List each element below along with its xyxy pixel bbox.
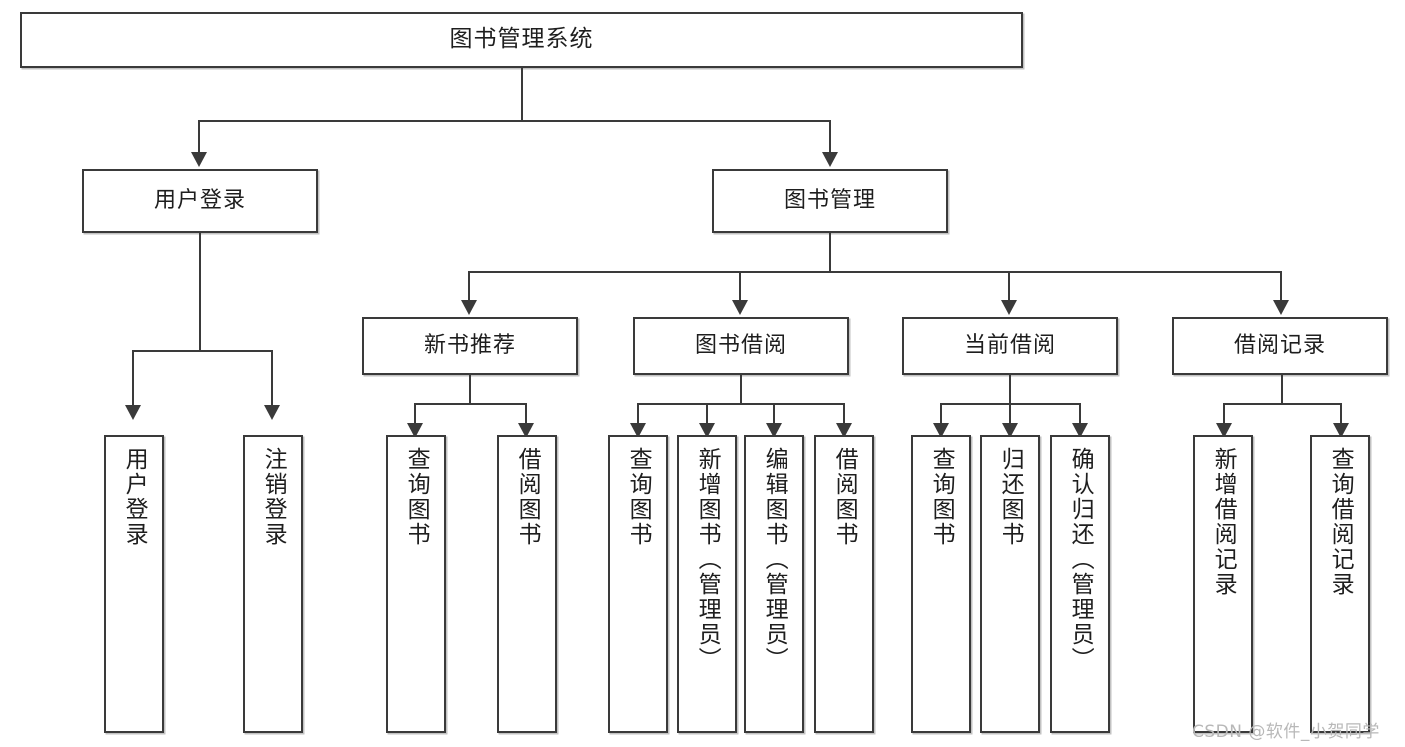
- node-leaf-query-book-1-label: 查询图书: [403, 447, 430, 547]
- arrowhead-leaf-borrow-book-2: [836, 423, 852, 438]
- connector-cb-leaf-3: [1079, 403, 1081, 425]
- connector-to-book-borrow: [739, 271, 741, 302]
- connector-user-login-bus: [132, 350, 271, 352]
- arrowhead-leaf-edit-book: [766, 423, 782, 438]
- arrowhead-leaf-return-book: [1002, 423, 1018, 438]
- connector-book-borrow-bus: [637, 403, 843, 405]
- arrowhead-leaf-query-book-2: [630, 423, 646, 438]
- connector-bb-leaf-1: [637, 403, 639, 425]
- node-book-management[interactable]: 图书管理: [712, 169, 948, 233]
- node-leaf-edit-book[interactable]: 编辑图书（管理员）: [744, 435, 804, 733]
- connector-to-current-borrow: [1008, 271, 1010, 302]
- arrowhead-book-management: [822, 152, 838, 167]
- arrowhead-leaf-user-login: [125, 405, 141, 420]
- node-current-borrow-label: 当前借阅: [963, 333, 1056, 359]
- node-leaf-add-book[interactable]: 新增图书（管理员）: [677, 435, 737, 733]
- connector-new-book-recommend-bus: [414, 403, 525, 405]
- node-leaf-user-login[interactable]: 用户登录: [104, 435, 164, 733]
- node-leaf-confirm-return-label: 确认归还（管理员）: [1067, 447, 1094, 672]
- arrowhead-current-borrow: [1001, 300, 1017, 315]
- node-leaf-add-record-label: 新增借阅记录: [1210, 447, 1237, 597]
- node-leaf-query-record[interactable]: 查询借阅记录: [1310, 435, 1370, 733]
- node-leaf-logout-login[interactable]: 注销登录: [243, 435, 303, 733]
- connector-book-management-stem: [829, 233, 831, 271]
- connector-borrow-record-stem: [1281, 375, 1283, 403]
- arrowhead-leaf-confirm-return: [1072, 423, 1088, 438]
- arrowhead-leaf-logout-login: [264, 405, 280, 420]
- connector-user-login-to-leaf-1: [132, 350, 134, 407]
- node-current-borrow[interactable]: 当前借阅: [902, 317, 1118, 375]
- arrowhead-book-borrow: [732, 300, 748, 315]
- connector-to-borrow-record: [1280, 271, 1282, 302]
- node-leaf-edit-book-label: 编辑图书（管理员）: [761, 447, 788, 672]
- connector-to-new-book-recommend: [468, 271, 470, 302]
- connector-bb-leaf-3: [773, 403, 775, 425]
- connector-bb-leaf-2: [706, 403, 708, 425]
- connector-level3-bus: [468, 271, 1280, 273]
- node-borrow-record-label: 借阅记录: [1233, 333, 1326, 359]
- arrowhead-new-book-recommend: [461, 300, 477, 315]
- node-new-book-recommend[interactable]: 新书推荐: [362, 317, 578, 375]
- node-leaf-query-book-1[interactable]: 查询图书: [386, 435, 446, 733]
- node-borrow-record[interactable]: 借阅记录: [1172, 317, 1388, 375]
- connector-book-borrow-stem: [740, 375, 742, 403]
- arrowhead-leaf-add-record: [1216, 423, 1232, 438]
- connector-current-borrow-stem: [1009, 375, 1011, 403]
- node-leaf-add-book-label: 新增图书（管理员）: [694, 447, 721, 672]
- node-leaf-return-book[interactable]: 归还图书: [980, 435, 1040, 733]
- connector-user-login-to-leaf-2: [271, 350, 273, 407]
- connector-root-stem: [521, 68, 523, 120]
- connector-br-leaf-1: [1223, 403, 1225, 425]
- connector-cb-leaf-1: [940, 403, 942, 425]
- node-user-login-label: 用户登录: [153, 188, 246, 214]
- arrowhead-leaf-query-book-3: [933, 423, 949, 438]
- node-leaf-user-login-label: 用户登录: [121, 447, 148, 547]
- connector-root-to-user-login: [198, 120, 200, 154]
- connector-nbr-leaf-2: [525, 403, 527, 425]
- node-leaf-borrow-book-1[interactable]: 借阅图书: [497, 435, 557, 733]
- node-leaf-query-book-2-label: 查询图书: [625, 447, 652, 547]
- node-leaf-query-book-3[interactable]: 查询图书: [911, 435, 971, 733]
- node-leaf-borrow-book-2[interactable]: 借阅图书: [814, 435, 874, 733]
- node-book-borrow[interactable]: 图书借阅: [633, 317, 849, 375]
- connector-root-to-book-management: [829, 120, 831, 154]
- node-book-borrow-label: 图书借阅: [694, 333, 787, 359]
- node-leaf-query-book-3-label: 查询图书: [928, 447, 955, 547]
- node-leaf-return-book-label: 归还图书: [997, 447, 1024, 547]
- arrowhead-leaf-query-book-1: [407, 423, 423, 438]
- connector-new-book-recommend-stem: [469, 375, 471, 403]
- node-user-login[interactable]: 用户登录: [82, 169, 318, 233]
- node-leaf-query-record-label: 查询借阅记录: [1327, 447, 1354, 597]
- connector-cb-leaf-2: [1009, 403, 1011, 425]
- node-new-book-recommend-label: 新书推荐: [423, 333, 516, 359]
- connector-root-bus: [198, 120, 829, 122]
- connector-borrow-record-bus: [1223, 403, 1340, 405]
- node-leaf-confirm-return[interactable]: 确认归还（管理员）: [1050, 435, 1110, 733]
- arrowhead-user-login: [191, 152, 207, 167]
- node-leaf-query-book-2[interactable]: 查询图书: [608, 435, 668, 733]
- node-book-management-label: 图书管理: [783, 188, 876, 214]
- node-leaf-borrow-book-2-label: 借阅图书: [831, 447, 858, 547]
- node-leaf-add-record[interactable]: 新增借阅记录: [1193, 435, 1253, 733]
- connector-user-login-stem: [199, 233, 201, 350]
- arrowhead-leaf-query-record: [1333, 423, 1349, 438]
- node-root[interactable]: 图书管理系统: [20, 12, 1023, 68]
- connector-br-leaf-2: [1340, 403, 1342, 425]
- arrowhead-leaf-add-book: [699, 423, 715, 438]
- node-root-label: 图书管理系统: [449, 26, 594, 53]
- arrowhead-leaf-borrow-book-1: [518, 423, 534, 438]
- connector-nbr-leaf-1: [414, 403, 416, 425]
- csdn-watermark: CSDN @软件_小贺同学: [1192, 722, 1380, 742]
- node-leaf-borrow-book-1-label: 借阅图书: [514, 447, 541, 547]
- connector-bb-leaf-4: [843, 403, 845, 425]
- arrowhead-borrow-record: [1273, 300, 1289, 315]
- node-leaf-logout-login-label: 注销登录: [260, 447, 287, 547]
